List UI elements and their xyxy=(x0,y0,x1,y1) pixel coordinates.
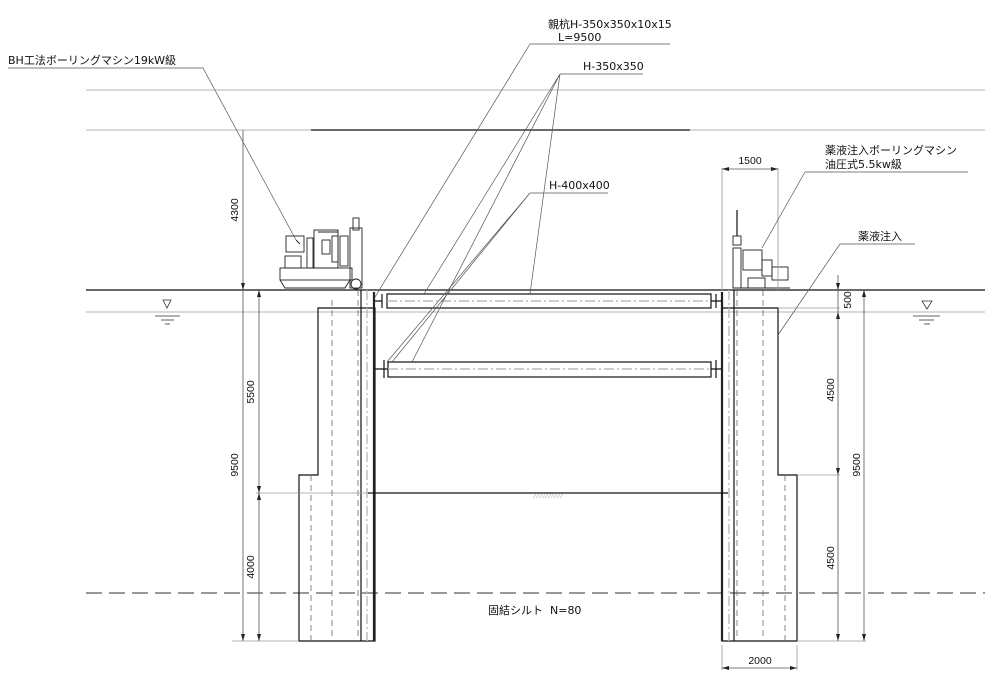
label-soil-layer: 固結シルト N=80 xyxy=(488,603,581,617)
dim-right-total-depth: 9500 xyxy=(851,453,863,477)
dim-left-lower-depth: 4000 xyxy=(245,555,257,579)
dim-right-grout-width: 2000 xyxy=(748,655,772,667)
dim-right-machine-width: 1500 xyxy=(738,155,762,167)
bh-boring-machine xyxy=(279,217,363,290)
left-dim-arrows xyxy=(241,283,261,641)
label-soldier-pile-length: L=9500 xyxy=(558,31,601,44)
label-upper-strut: H-350x350 xyxy=(583,60,644,73)
label-soldier-pile-spec: 親杭H-350x350x10x15 xyxy=(548,17,672,31)
left-grout-column xyxy=(298,307,376,642)
grout-width-arrows xyxy=(722,666,797,670)
leader-upper-strut xyxy=(411,73,643,363)
leader-grout-machine xyxy=(761,171,968,249)
label-lower-strut: H-400x400 xyxy=(549,179,610,192)
label-grout-machine-spec: 油圧式5.5kw級 xyxy=(825,157,902,171)
dim-right-lower-depth: 4500 xyxy=(825,546,837,570)
right-grout-column xyxy=(721,307,798,642)
leader-bh-machine xyxy=(8,67,297,241)
leader-grout-zone xyxy=(777,243,915,336)
label-bh-machine: BH工法ボーリングマシン19kW級 xyxy=(8,53,176,67)
water-level-icon-right xyxy=(913,300,940,325)
machine-width-arrows xyxy=(722,167,778,171)
dim-right-water-offset: 500 xyxy=(842,291,854,309)
leader-soldier-pile xyxy=(374,43,670,298)
water-level-icon-left xyxy=(155,299,180,325)
lower-strut xyxy=(375,360,722,378)
leader-lower-strut xyxy=(386,192,608,363)
dim-left-upper-depth: 5500 xyxy=(245,380,257,404)
label-grout-machine-name: 薬液注入ボーリングマシン xyxy=(825,143,957,157)
grout-boring-machine xyxy=(732,210,790,289)
dim-right-upper-depth: 4500 xyxy=(825,378,837,402)
upper-strut xyxy=(375,293,722,309)
label-grout-zone: 薬液注入 xyxy=(858,229,902,243)
dim-left-total-depth: 9500 xyxy=(229,453,241,477)
dim-left-machine-height: 4300 xyxy=(229,198,241,222)
right-dim-arrows xyxy=(836,283,866,641)
ground-hatch xyxy=(532,493,564,499)
